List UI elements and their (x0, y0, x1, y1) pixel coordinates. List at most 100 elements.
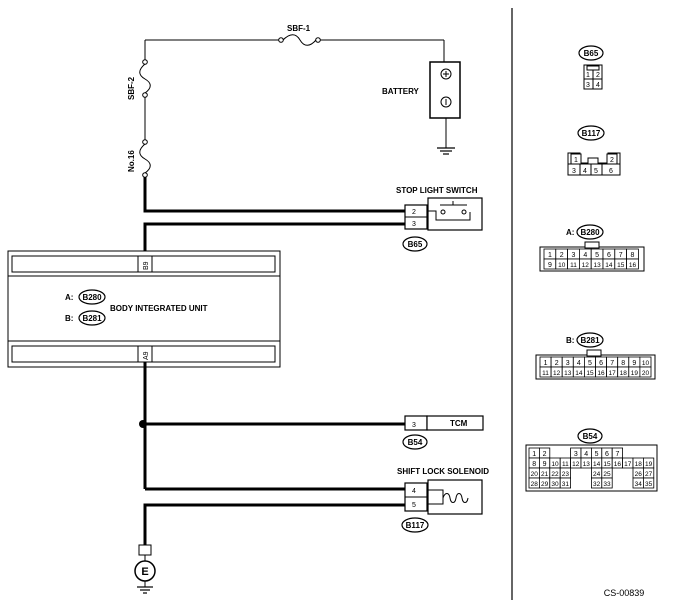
fuse-no16: No.16 (127, 139, 151, 178)
connector-b280-lock (584, 241, 600, 249)
connector-b117-pin: 1 (574, 157, 578, 164)
connector-b54-pin: 11 (562, 461, 569, 468)
battery: BATTERY (382, 61, 461, 119)
biu-pin-b9: B9 (143, 261, 150, 270)
battery-label: BATTERY (382, 87, 420, 96)
connector-b281-pin: 1 (544, 360, 548, 367)
connector-b281-prefix: B: (566, 336, 574, 345)
connector-b65-pin: 4 (596, 82, 600, 89)
connector-b281-pin: 8 (621, 360, 625, 367)
connector-b54-pin: 6 (605, 451, 609, 458)
connector-b280-pin: 14 (605, 262, 613, 269)
connector-b54-pin: 32 (593, 481, 601, 488)
connector-b281-pin: 3 (566, 360, 570, 367)
ground-e-label: E (141, 566, 148, 578)
connector-b281-pin: 15 (586, 370, 594, 377)
connector-b281-pin: 12 (553, 370, 561, 377)
connector-b281-pin: 7 (610, 360, 614, 367)
connector-b65-pin: 2 (596, 72, 600, 79)
connector-b280-pin: 12 (582, 262, 590, 269)
tcm-label: TCM (450, 419, 468, 428)
biu-pin-a9: A9 (143, 351, 150, 360)
biu-conn-b-id: B281 (82, 314, 102, 323)
connector-b280-id: B280 (580, 228, 600, 237)
connector-b65-id: B65 (584, 49, 599, 58)
connector-b281-pin: 18 (620, 370, 628, 377)
biu-conn-a-id: B280 (82, 293, 102, 302)
figure-code: CS-00839 (604, 588, 645, 598)
stop-light-pin-3: 3 (412, 221, 416, 228)
connector-b65: B65 1 2 3 4 (578, 45, 604, 90)
connector-b54-pin: 4 (584, 451, 588, 458)
connector-b117-id: B117 (582, 129, 601, 138)
connector-b54-pin: 2 (543, 451, 547, 458)
connector-b281-pin: 2 (555, 360, 559, 367)
connector-b281-pin: 5 (588, 360, 592, 367)
wire-shift-lock-5-to-ground (143, 503, 405, 545)
connector-b281-pin: 17 (609, 370, 617, 377)
connector-b54-pin: 5 (595, 451, 599, 458)
tcm-pin: 3 (412, 422, 416, 429)
connector-b54-pin: 26 (635, 471, 643, 478)
connector-b54-cell (643, 477, 655, 489)
connector-b54-pin: 19 (645, 461, 653, 468)
stop-light-conn-id: B65 (408, 240, 423, 249)
connector-b117-pin: 5 (594, 168, 598, 175)
fuse-no16-label: No.16 (127, 150, 136, 172)
connector-b280-pin: 8 (631, 252, 635, 259)
connector-b54-pin: 31 (562, 481, 570, 488)
shift-lock-pin-4: 4 (412, 488, 416, 495)
connector-b54-pin: 16 (614, 461, 622, 468)
fuse-sbf1: SBF-1 (278, 24, 321, 46)
ground-e: E (134, 544, 156, 594)
connector-b54-pin: 8 (532, 461, 536, 468)
connector-b54-pin: 29 (541, 481, 549, 488)
wire-stop-switch-3-to-biu (143, 222, 405, 256)
battery-ground-icon (437, 147, 455, 155)
connector-b54-pin: 28 (531, 481, 539, 488)
connector-b281-id: B281 (580, 336, 600, 345)
connector-b280-pin: 2 (560, 252, 564, 259)
shift-lock-conn-id: B117 (406, 521, 425, 530)
connector-b54-pin: 20 (531, 471, 539, 478)
stop-light-pin-2: 2 (412, 209, 416, 216)
connector-b54-pin: 1 (532, 451, 536, 458)
wire-to-stop-switch-2 (143, 177, 405, 213)
connector-b54-cell (601, 477, 613, 489)
shift-lock-pin-5: 5 (412, 502, 416, 509)
connector-b54-pin: 18 (635, 461, 643, 468)
connector-b280-pin: 11 (570, 262, 577, 269)
connector-b54-pin: 14 (593, 461, 601, 468)
connector-b54-pin: 24 (593, 471, 601, 478)
connector-b281-pin: 16 (597, 370, 605, 377)
shift-lock-label: SHIFT LOCK SOLENOID (397, 467, 489, 476)
connector-b54-pin: 27 (645, 471, 653, 478)
connector-b280-pin: 7 (619, 252, 623, 259)
connector-b54-pin: 25 (603, 471, 611, 478)
connector-b117-pin: 3 (572, 168, 576, 175)
connector-b54-pin: 34 (635, 481, 643, 488)
connector-b280-pin: 5 (595, 252, 599, 259)
connector-b54-pin: 35 (645, 481, 653, 488)
connector-b280-pin: 4 (583, 252, 587, 259)
connector-b54-pin: 10 (551, 461, 559, 468)
shift-lock-solenoid: SHIFT LOCK SOLENOID 4 5 B117 (397, 467, 489, 533)
connector-b280-pin: 9 (548, 262, 552, 269)
connector-b54-pin: 30 (551, 481, 559, 488)
body-integrated-unit: B9 A9 A: B280 B: B281 BODY INTEGRATED UN… (7, 250, 281, 368)
connector-b280-prefix: A: (566, 228, 574, 237)
connector-b54-pin: 23 (562, 471, 570, 478)
connector-b281-pin: 4 (577, 360, 581, 367)
connector-b54-pin: 12 (572, 461, 580, 468)
connector-b54-pin: 22 (551, 471, 559, 478)
fuse-sbf1-label: SBF-1 (287, 24, 311, 33)
connector-b280-cell (626, 258, 639, 270)
connector-b280-pin: 13 (593, 262, 601, 269)
